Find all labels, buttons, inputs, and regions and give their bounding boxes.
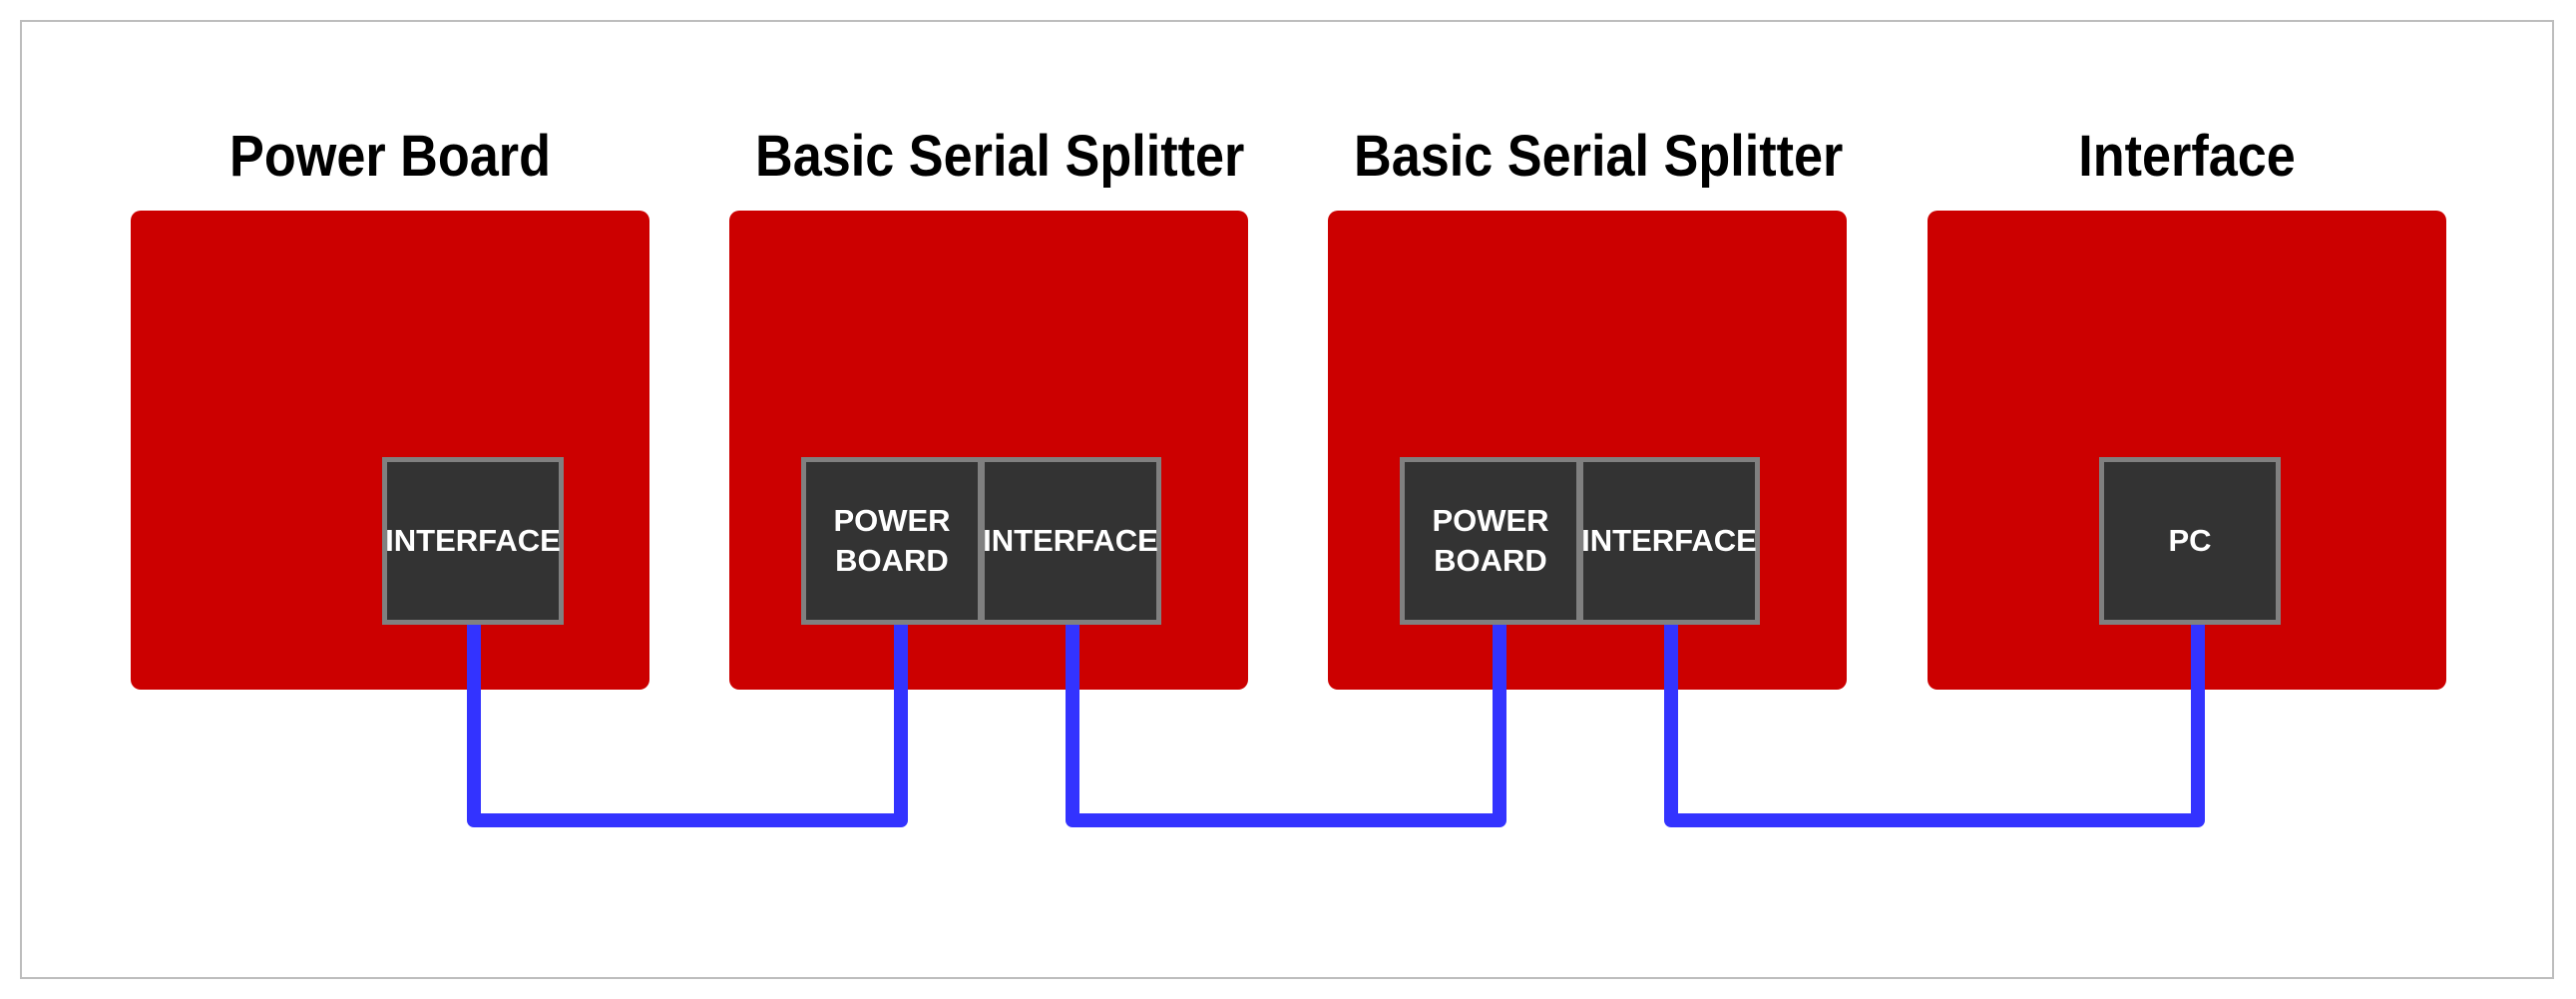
splitter-1-power-board-connector: POWER BOARD <box>801 457 983 625</box>
connector-label: PC <box>2168 523 2212 558</box>
connector-label: INTERFACE <box>1581 523 1757 558</box>
interface-pc-connector: PC <box>2099 457 2281 625</box>
splitter-2-power-board-connector: POWER BOARD <box>1400 457 1581 625</box>
board-title-serial-splitter-2: Basic Serial Splitter <box>1354 124 1844 189</box>
board-title-power-board: Power Board <box>229 124 551 189</box>
board-title-interface: Interface <box>2078 124 2296 189</box>
splitter-1-interface-connector: INTERFACE <box>980 457 1161 625</box>
board-title-serial-splitter-1: Basic Serial Splitter <box>755 124 1245 189</box>
power-board-interface-connector: INTERFACE <box>382 457 564 625</box>
connector-label: INTERFACE <box>983 523 1158 558</box>
connector-label: POWER BOARD <box>833 503 951 578</box>
connector-label: POWER BOARD <box>1432 503 1549 578</box>
splitter-2-interface-connector: INTERFACE <box>1578 457 1760 625</box>
connector-label: INTERFACE <box>385 523 561 558</box>
